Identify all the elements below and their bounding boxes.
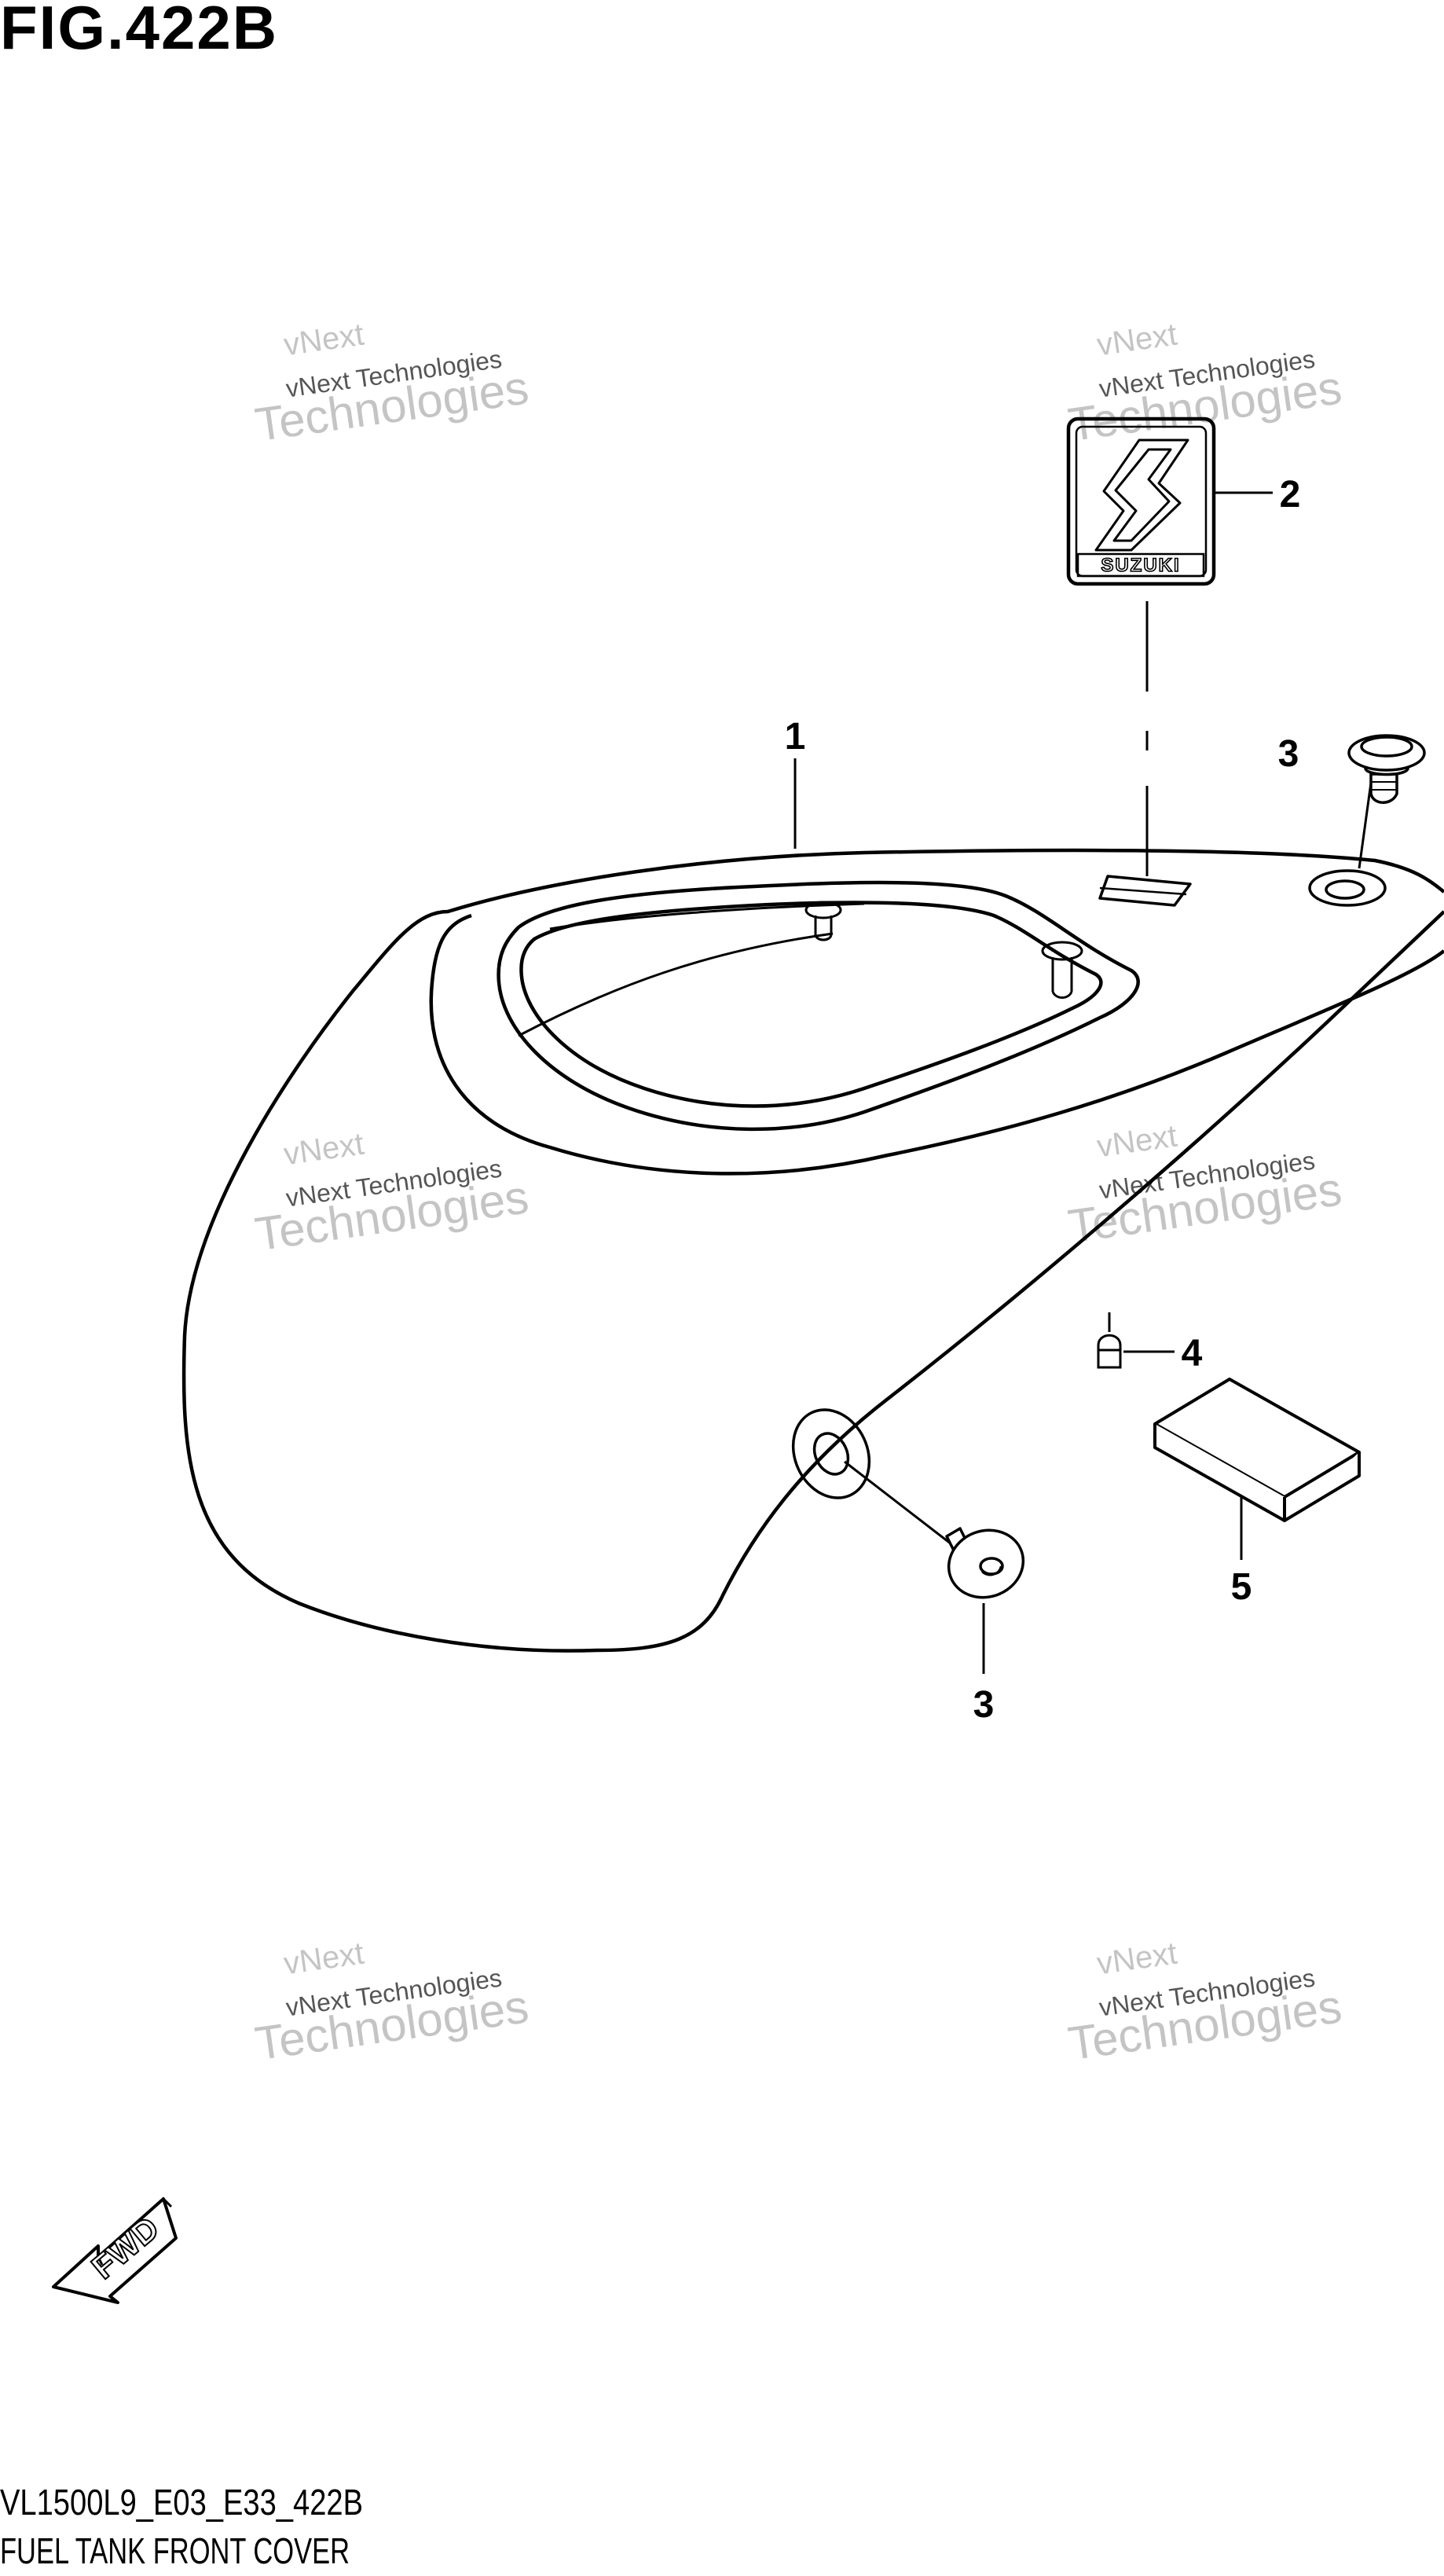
figure-code: VL1500L9_E03_E33_422B <box>0 2482 363 2523</box>
part-emblem: SUZUKI <box>1066 416 1216 586</box>
svg-text:vNext: vNext <box>1094 1936 1178 1982</box>
suzuki-s-logo <box>1094 439 1189 552</box>
grommet-top <box>1308 869 1387 907</box>
svg-text:vNext: vNext <box>281 1127 365 1172</box>
callout-5: 5 <box>1231 1566 1252 1608</box>
part-pad <box>1153 1378 1361 1522</box>
figure-caption: FUEL TANK FRONT COVER <box>0 2530 350 2571</box>
callout-2: 2 <box>1280 474 1301 516</box>
watermark: vNext Technologies vNext Technologies <box>252 317 532 452</box>
watermark: vNext Technologies vNext Technologies <box>1065 317 1345 452</box>
svg-text:vNext: vNext <box>281 1936 365 1982</box>
fwd-arrow: FWD <box>52 2197 178 2304</box>
watermark: vNext Technologies vNext Technologies <box>1065 1936 1345 2071</box>
emblem-recess-line <box>1099 886 1187 896</box>
grommet-bottom <box>791 1408 871 1499</box>
watermark: vNext Technologies vNext Technologies <box>252 1936 532 2071</box>
stud-right <box>1041 941 1083 999</box>
callout-4: 4 <box>1182 1333 1203 1374</box>
cover-window-inner <box>519 901 1103 1108</box>
cover-inner-rim <box>429 913 1444 1176</box>
cover-window-outer <box>497 880 1140 1132</box>
callout-3-top: 3 <box>1278 733 1299 775</box>
watermark: vNext Technologies vNext Technologies <box>252 1127 532 1261</box>
cover-window-ledge <box>518 902 865 1037</box>
svg-text:vNext: vNext <box>281 317 365 363</box>
svg-text:vNext: vNext <box>1094 317 1178 363</box>
cover-outline <box>181 848 1444 1653</box>
leader-lines <box>793 491 1376 1674</box>
part-clip <box>1097 1334 1122 1369</box>
emblem-recess <box>1098 875 1192 907</box>
emblem-brand-text: SUZUKI <box>1101 555 1180 576</box>
fwd-arrow-icon <box>52 2197 178 2304</box>
figure-title: FIG.422B <box>0 0 278 62</box>
svg-text:vNext: vNext <box>1094 1119 1178 1165</box>
stud-top <box>804 901 842 941</box>
callout-1: 1 <box>785 716 806 758</box>
part-screw-top <box>1347 734 1426 804</box>
callouts: 1 2 3 3 4 5 <box>785 474 1301 1726</box>
watermark: vNext Technologies vNext Technologies <box>1065 1119 1345 1253</box>
part-screw-bottom <box>945 1527 1025 1599</box>
callout-3-bottom: 3 <box>973 1684 995 1726</box>
part-cover <box>181 848 1444 1653</box>
